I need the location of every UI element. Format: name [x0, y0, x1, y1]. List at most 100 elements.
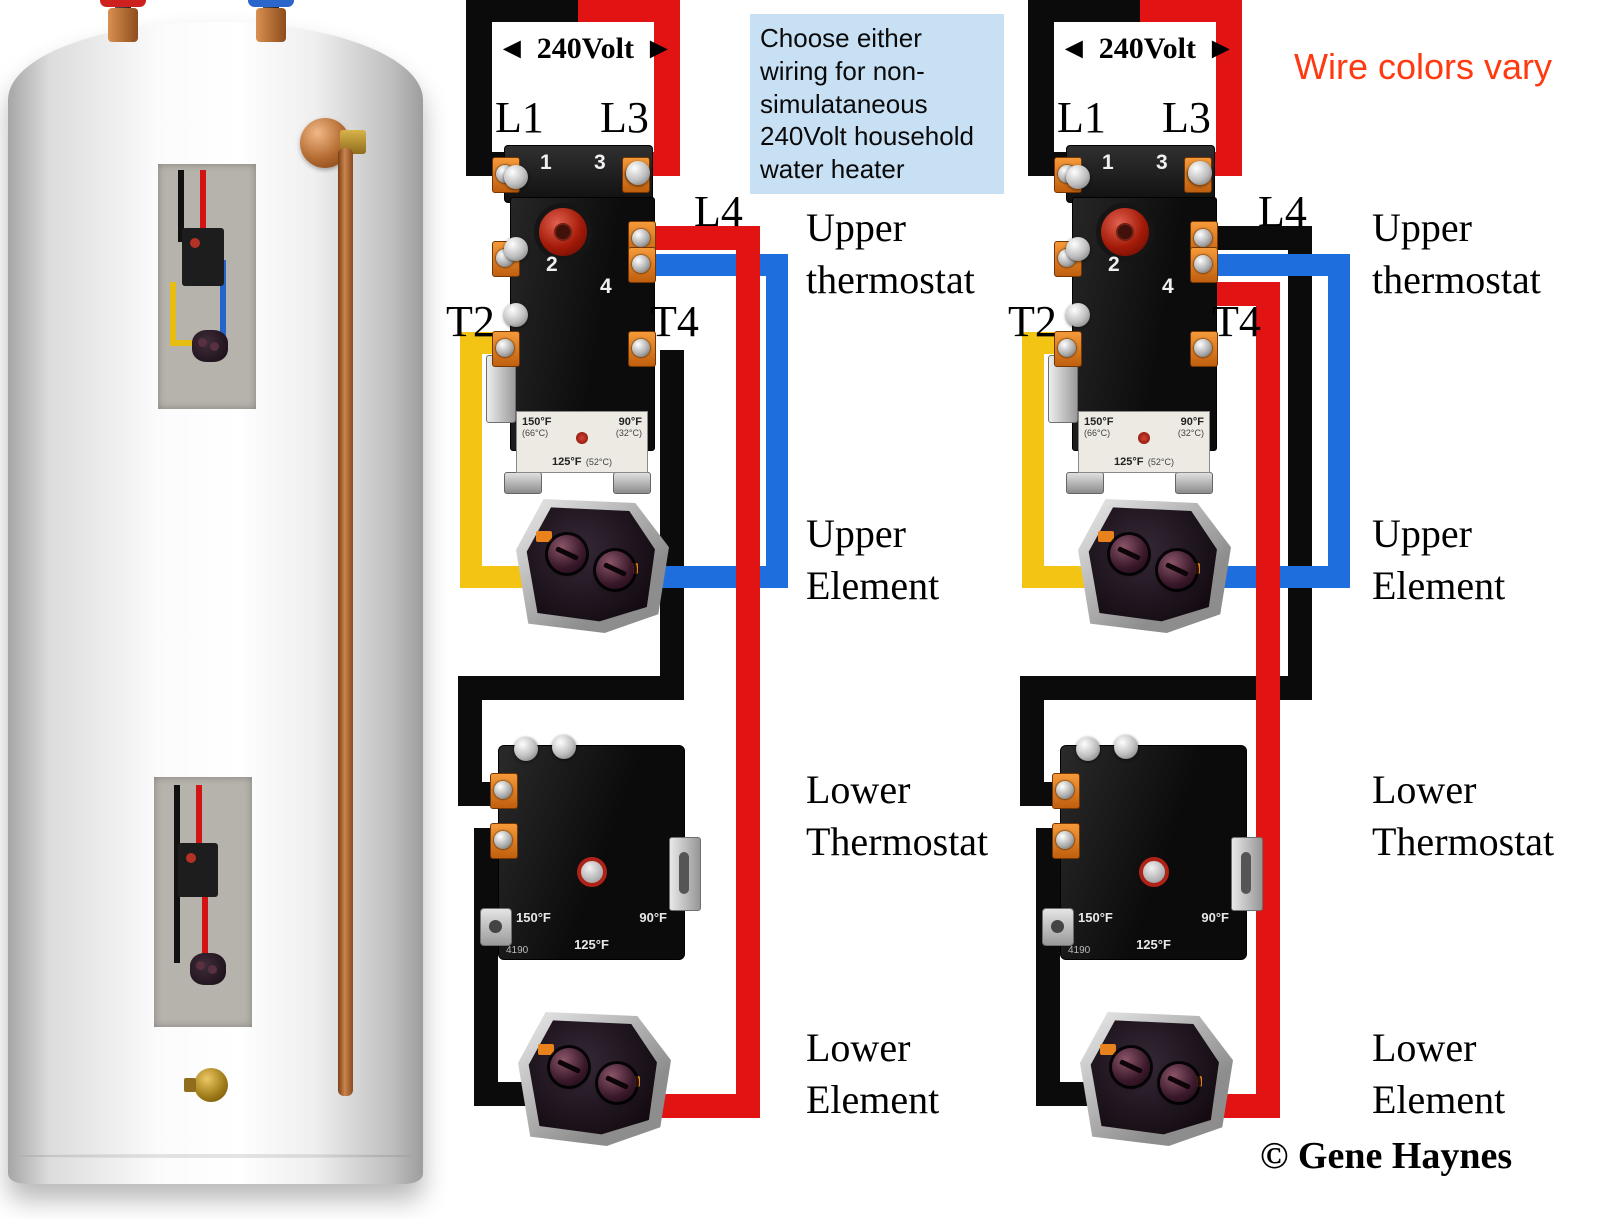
terminal-label-t2: T2 — [446, 297, 495, 346]
temp-90: 90°F(32°C) — [1177, 416, 1204, 438]
terminal-label-l3: L3 — [1162, 93, 1211, 142]
red-supply-wire — [1216, 0, 1242, 176]
terminal-t4 — [628, 331, 656, 367]
thermostat-dial — [534, 203, 592, 261]
mini-red-wire — [196, 785, 202, 849]
screw — [504, 237, 528, 261]
thermostat-body — [1060, 745, 1247, 960]
water-heater-photo — [8, 0, 423, 1194]
black-t4-wire — [660, 350, 684, 700]
screw — [552, 735, 576, 759]
model-number: 4190 — [506, 945, 529, 956]
upper-thermostat-device: 1 3 2 4 150°F(66°C) 90°F(32°C) 125°F (52… — [1048, 145, 1218, 494]
temp-125: 125°F (52°C) — [1113, 456, 1175, 468]
model-number: 4190 — [1068, 945, 1091, 956]
terminal-blue — [628, 247, 656, 283]
l4-black-wire — [1206, 226, 1312, 250]
dial-pointer — [1138, 432, 1150, 444]
upper-element-label: Upper Element — [806, 511, 940, 608]
mini-yellow-wire — [170, 282, 176, 346]
l4-red-wire — [736, 226, 760, 1118]
yellow-t2-wire — [1022, 332, 1044, 588]
temp-90: 90°F — [639, 910, 667, 925]
red-valve-handle — [100, 0, 146, 7]
terminal-label-t4: T4 — [650, 297, 699, 346]
black-supply-wire — [1028, 0, 1054, 176]
pole-number-2: 2 — [1108, 253, 1120, 276]
temp-150: 150°F — [1078, 910, 1113, 925]
blue-element-wire — [766, 254, 788, 588]
copper-discharge-pipe — [338, 148, 353, 1096]
dial-pointer — [576, 432, 588, 444]
element-screw-right — [1160, 1064, 1198, 1102]
pole-number-4: 4 — [600, 275, 612, 298]
volt-label: ◄240Volt► — [492, 32, 674, 66]
screw — [1188, 161, 1212, 185]
temperature-label: 150°F(66°C) 90°F(32°C) 125°F (52°C) — [516, 411, 648, 473]
black-lower-wire — [474, 828, 498, 1106]
terminal-label-l1: L1 — [1057, 93, 1106, 142]
thermostat-body — [498, 745, 685, 960]
screw — [626, 161, 650, 185]
lower-element-label: Lower Element — [806, 1025, 940, 1122]
terminal-label-t2: T2 — [1008, 297, 1057, 346]
element-screw-left — [1112, 1048, 1150, 1086]
mounting-foot — [1042, 908, 1074, 946]
temperature-label: 150°F(66°C) 90°F(32°C) 125°F (52°C) — [1078, 411, 1210, 473]
arrow-right-icon: ► — [1205, 32, 1236, 65]
terminal-blue — [1190, 247, 1218, 283]
drain-valve — [184, 1062, 240, 1110]
wire-colors-vary-text: Wire colors vary — [1294, 46, 1553, 87]
screw — [1066, 165, 1090, 189]
red-supply-wire — [654, 0, 680, 176]
copyright-text: © Gene Haynes — [1260, 1135, 1513, 1177]
lower-access-panel — [154, 777, 252, 1027]
terminal-black-out — [490, 823, 518, 859]
volt-text: 240Volt — [1098, 32, 1196, 65]
mounting-foot — [1066, 472, 1104, 494]
mini-lower-thermostat — [178, 843, 218, 897]
mounting-foot — [613, 472, 651, 494]
note-box: Choose either wiring for non-simulataneo… — [750, 14, 1004, 194]
black-supply-wire — [466, 0, 578, 22]
upper-heating-element — [516, 499, 669, 633]
temp-90: 90°F — [1201, 910, 1229, 925]
mini-lower-element — [190, 953, 226, 985]
element-screw-left — [548, 535, 586, 573]
hot-outlet-fitting — [256, 8, 286, 42]
thermostat-dial — [1096, 203, 1154, 261]
cold-inlet-fitting — [108, 8, 138, 42]
mounting-foot — [480, 908, 512, 946]
screw — [504, 165, 528, 189]
terminal-t2 — [492, 331, 520, 367]
pole-number-1: 1 — [540, 151, 552, 174]
mini-red-wire — [200, 170, 206, 262]
pole-number-3: 3 — [1156, 151, 1168, 174]
pole-number-1: 1 — [1102, 151, 1114, 174]
pole-number-2: 2 — [546, 253, 558, 276]
temp-125: 125°F — [574, 937, 609, 952]
terminal-label-t4: T4 — [1212, 297, 1261, 346]
terminal-t2 — [1054, 331, 1082, 367]
blue-element-wire — [1328, 254, 1350, 588]
red-lower-element-wire — [1256, 282, 1280, 1118]
terminal-black-in — [1052, 773, 1080, 809]
arrow-left-icon: ◄ — [497, 32, 527, 65]
screw — [504, 303, 528, 327]
l4-black-wire — [1288, 226, 1312, 700]
volt-text: 240Volt — [536, 32, 634, 65]
element-screw-right — [596, 551, 634, 589]
upper-thermostat-label: Upper thermostat — [1372, 205, 1541, 302]
terminal-label-l1: L1 — [495, 93, 544, 142]
mini-upper-thermostat — [182, 228, 224, 286]
lower-thermostat-device: 150°F 90°F 125°F 4190 — [1042, 735, 1263, 960]
mounting-foot — [1175, 472, 1213, 494]
lower-thermostat-label: Lower Thermostat — [806, 767, 989, 864]
black-t4-wire — [458, 676, 684, 700]
lower-heating-element — [518, 1012, 671, 1146]
lower-heating-element — [1080, 1012, 1233, 1146]
element-screw-right — [598, 1064, 636, 1102]
pole-number-3: 3 — [594, 151, 606, 174]
upper-element-label: Upper Element — [1372, 511, 1506, 608]
